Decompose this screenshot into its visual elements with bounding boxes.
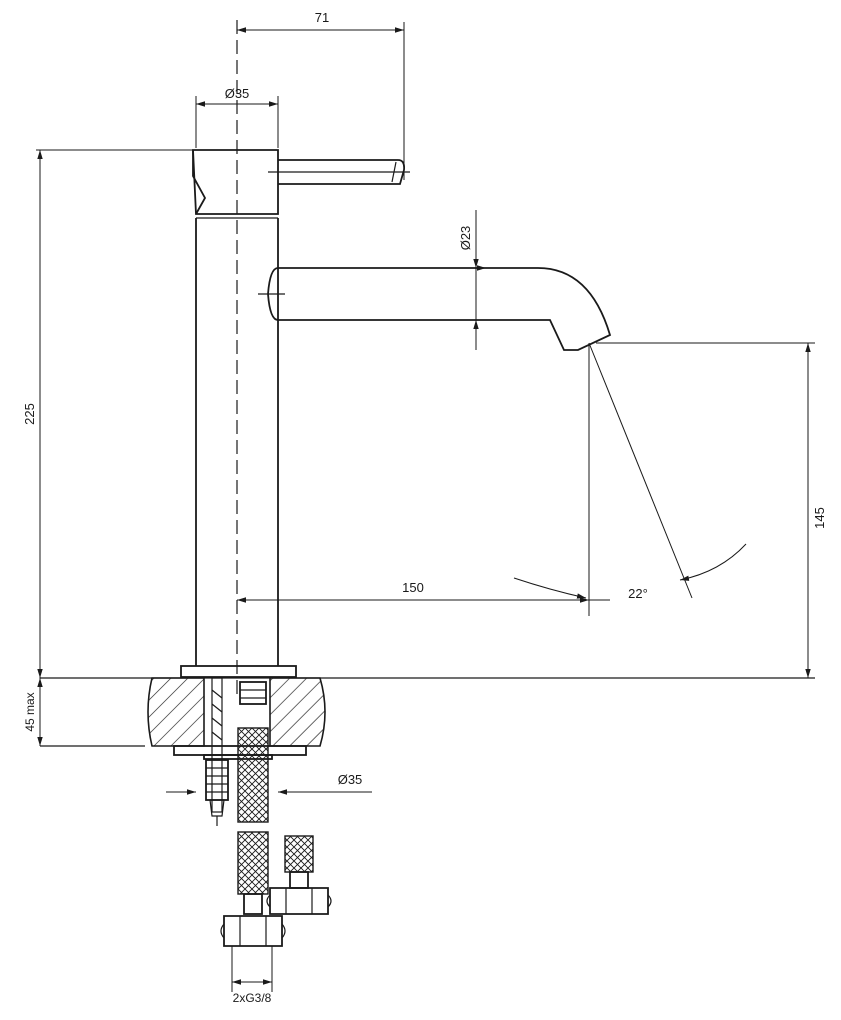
connection-thread-label: 2xG3/8 [233, 991, 272, 1005]
mounting-hardware [173, 677, 332, 947]
total-height-dimension: 225 [22, 149, 193, 678]
body-diameter-dimension: Ø35 [195, 86, 279, 148]
body-diameter-label: Ø35 [225, 86, 250, 101]
spout-angle-label: 22° [628, 586, 648, 601]
spout-reach-label: 150 [402, 580, 424, 595]
spout-height-dimension: 145 [596, 342, 827, 678]
base-diameter-label: Ø35 [338, 772, 363, 787]
countertop [40, 677, 815, 747]
spout-angle-dimension: 22° [513, 342, 747, 601]
total-height-label: 225 [22, 403, 37, 425]
faucet-body [180, 149, 297, 678]
spout-reach-dimension: 150 [237, 343, 610, 616]
connection-thread-dimension: 2xG3/8 [231, 946, 273, 1005]
base-diameter-dimension: Ø35 [166, 772, 372, 795]
spout-height-label: 145 [812, 507, 827, 529]
spout [258, 267, 612, 351]
lever-handle [268, 159, 410, 185]
lever-reach-label: 71 [315, 10, 329, 25]
counter-thickness-dimension: 45 max [23, 678, 43, 746]
spout-diameter-dimension: Ø23 [458, 210, 486, 350]
spout-diameter-label: Ø23 [458, 226, 473, 251]
lever-reach-dimension: 71 [237, 10, 405, 180]
counter-thickness-label: 45 max [23, 692, 37, 731]
